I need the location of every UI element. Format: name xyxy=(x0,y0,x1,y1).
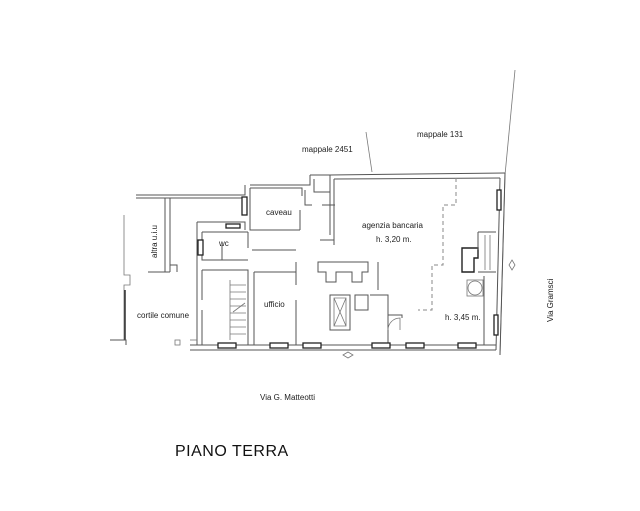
label-mappale-131: mappale 131 xyxy=(417,130,464,139)
label-altra-uiu: altra u.i.u xyxy=(150,225,159,258)
entrance-marker-east xyxy=(508,259,516,271)
building-envelope xyxy=(136,172,506,356)
label-caveau: caveau xyxy=(266,208,292,217)
windows xyxy=(197,189,502,349)
label-agenzia-height: h. 3,20 m. xyxy=(376,235,412,244)
label-via-gramsci: Via Gramsci xyxy=(546,278,555,322)
label-via-matteotti: Via G. Matteotti xyxy=(260,393,315,402)
label-cortile-comune: cortile comune xyxy=(137,311,190,320)
label-agenzia-bancaria: agenzia bancaria xyxy=(362,221,423,230)
label-mappale-2451: mappale 2451 xyxy=(302,145,353,154)
label-rear-height: h. 3,45 m. xyxy=(445,313,481,322)
teller-counter-outline xyxy=(418,178,457,311)
courtyard-walls xyxy=(110,215,197,346)
entrance-marker-south xyxy=(342,351,354,359)
drawing-title: PIANO TERRA xyxy=(175,443,289,460)
label-wc: wc xyxy=(219,239,229,248)
label-ufficio: ufficio xyxy=(264,300,285,309)
